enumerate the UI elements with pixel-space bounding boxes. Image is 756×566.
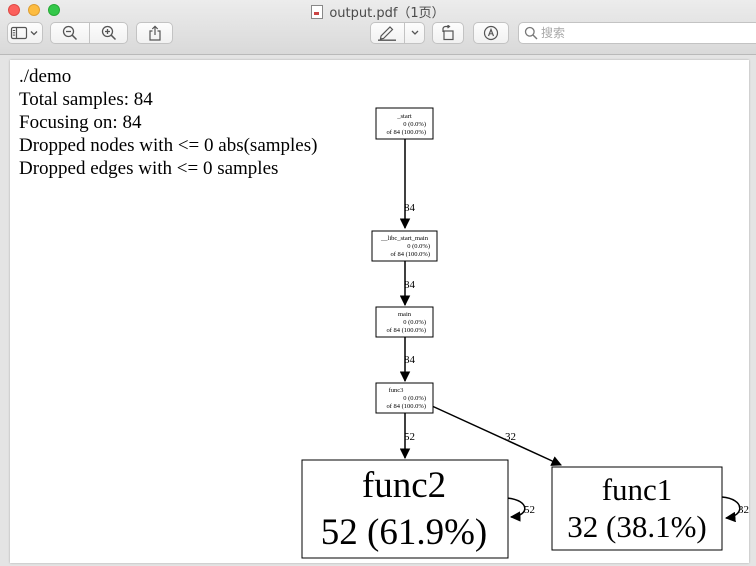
node-func1-flat: 32 (38.1%) bbox=[567, 509, 706, 544]
edge-label-func2-self: 52 bbox=[524, 504, 535, 516]
zoom-in-button[interactable] bbox=[90, 23, 127, 43]
annotate-icon bbox=[483, 25, 499, 41]
edge-label-libc-main: 84 bbox=[404, 279, 416, 291]
node-func3-flat: 0 (0.0%) bbox=[403, 395, 426, 402]
node-start-cum: of 84 (100.0%) bbox=[386, 129, 426, 136]
rotate-icon bbox=[442, 25, 454, 41]
node-start-flat: 0 (0.0%) bbox=[403, 121, 426, 128]
zoom-out-button[interactable] bbox=[51, 23, 88, 43]
sidebar-icon bbox=[10, 26, 38, 40]
legend-dropped-nodes: Dropped nodes with <= 0 abs(samples) bbox=[19, 135, 318, 156]
annotate-button[interactable] bbox=[473, 22, 509, 44]
title-bar: output.pdf（1页） bbox=[0, 0, 756, 55]
profile-legend: ./demo Total samples: 84 Focusing on: 84… bbox=[19, 65, 317, 180]
share-icon bbox=[148, 25, 161, 41]
node-func1-name: func1 bbox=[602, 472, 673, 507]
zoom-window-button[interactable] bbox=[48, 4, 60, 16]
node-libc-cum: of 84 (100.0%) bbox=[390, 251, 430, 258]
edge-label-func3-func1: 32 bbox=[505, 431, 516, 443]
node-func3-cum: of 84 (100.0%) bbox=[386, 403, 426, 410]
markup-pen-button[interactable] bbox=[371, 23, 403, 43]
node-main-flat: 0 (0.0%) bbox=[403, 319, 426, 326]
node-main-cum: of 84 (100.0%) bbox=[386, 327, 426, 334]
sidebar-view-button[interactable] bbox=[7, 22, 43, 44]
search-field[interactable] bbox=[518, 22, 756, 44]
rotate-button[interactable] bbox=[432, 22, 464, 44]
edge-label-main-func3: 84 bbox=[404, 354, 416, 366]
edge-func3-func1 bbox=[431, 405, 562, 466]
node-libc-flat: 0 (0.0%) bbox=[407, 243, 430, 250]
edge-func1-self bbox=[721, 496, 741, 523]
share-button[interactable] bbox=[136, 22, 173, 44]
markup-pen-icon bbox=[378, 26, 396, 41]
graph-edges: 84 84 84 52 32 52 32 bbox=[399, 139, 749, 523]
document-title: output.pdf（1页） bbox=[0, 2, 756, 21]
zoom-in-icon bbox=[101, 25, 116, 41]
search-input[interactable] bbox=[541, 24, 741, 42]
graph-node-func2[interactable]: func2 52 (61.9%) bbox=[301, 459, 509, 559]
edge-label-func1-self: 32 bbox=[738, 504, 749, 516]
chevron-down-icon bbox=[411, 30, 418, 35]
node-func2-name: func2 bbox=[362, 465, 446, 506]
pdf-document-icon bbox=[311, 5, 324, 19]
zoom-out-icon bbox=[62, 25, 77, 41]
call-graph: 84 84 84 52 32 52 32 _start 0 (0.0%) bbox=[301, 107, 749, 559]
legend-focusing: Focusing on: 84 bbox=[19, 112, 142, 133]
node-main-name: main bbox=[398, 311, 412, 318]
document-title-text: output.pdf（1页） bbox=[329, 6, 445, 21]
edge-label-start-libc: 84 bbox=[404, 202, 416, 214]
legend-total-samples: Total samples: 84 bbox=[19, 89, 153, 110]
node-start-name: _start bbox=[396, 113, 412, 120]
zoom-divider bbox=[89, 22, 90, 44]
markup-divider bbox=[404, 22, 405, 44]
graph-node-libc[interactable]: __libc_start_main 0 (0.0%) of 84 (100.0%… bbox=[371, 230, 438, 262]
edge-label-func3-func2: 52 bbox=[404, 431, 415, 443]
graph-node-main[interactable]: main 0 (0.0%) of 84 (100.0%) bbox=[375, 306, 434, 338]
node-func2-flat: 52 (61.9%) bbox=[321, 512, 487, 553]
edge-func2-self bbox=[506, 497, 526, 522]
pdf-page: ./demo Total samples: 84 Focusing on: 84… bbox=[10, 60, 749, 563]
graph-node-start[interactable]: _start 0 (0.0%) of 84 (100.0%) bbox=[375, 107, 434, 140]
legend-dropped-edges: Dropped edges with <= 0 samples bbox=[19, 158, 279, 179]
graph-node-func1[interactable]: func1 32 (38.1%) bbox=[551, 466, 723, 551]
node-func3-name: func3 bbox=[389, 387, 404, 394]
node-libc-name: __libc_start_main bbox=[380, 235, 429, 242]
graph-node-func3[interactable]: func3 0 (0.0%) of 84 (100.0%) bbox=[375, 382, 434, 414]
chevron-down-icon bbox=[30, 31, 38, 36]
markup-options-button[interactable] bbox=[405, 23, 424, 43]
legend-program: ./demo bbox=[19, 66, 72, 87]
close-window-button[interactable] bbox=[8, 4, 20, 16]
search-icon bbox=[524, 26, 538, 40]
minimize-window-button[interactable] bbox=[28, 4, 40, 16]
